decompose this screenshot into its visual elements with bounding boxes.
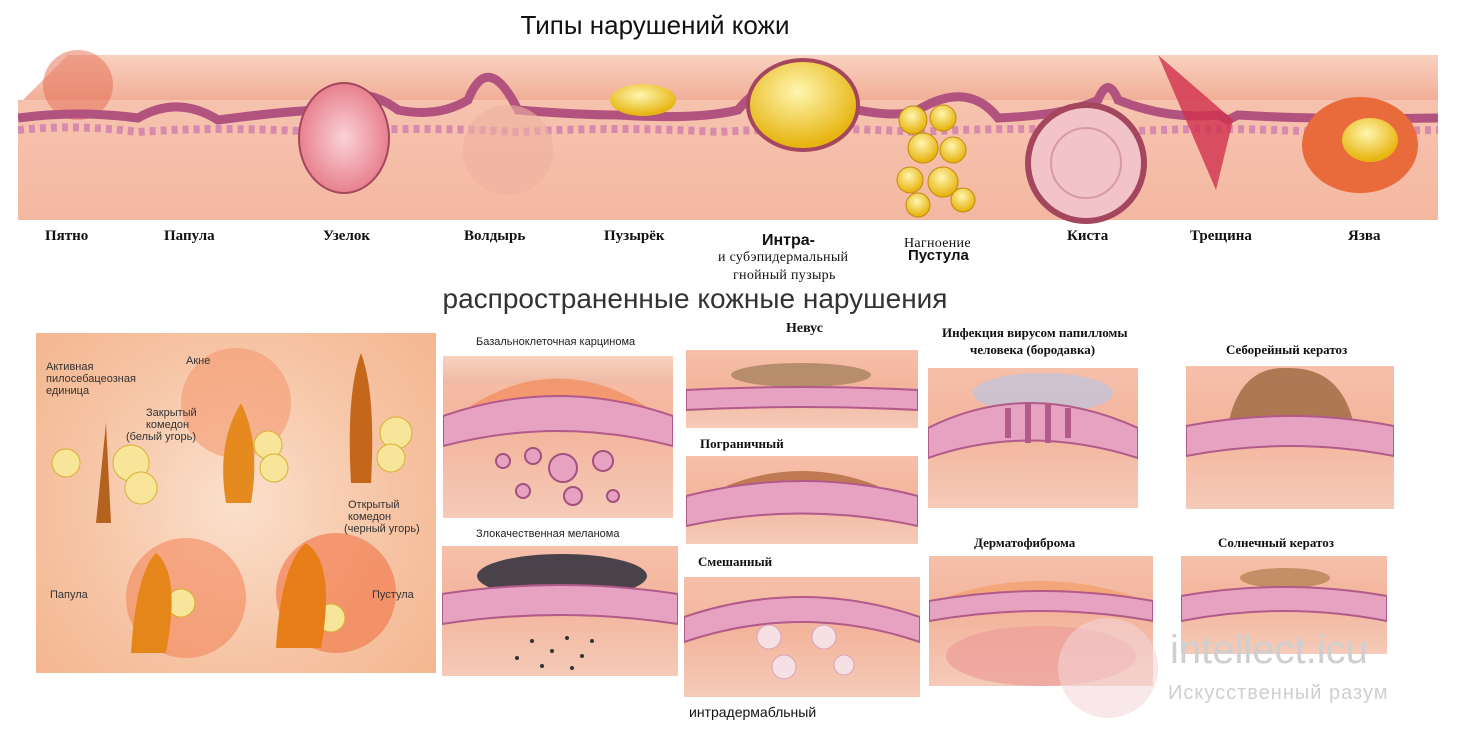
acne-label-active-3: единица — [46, 385, 90, 397]
nevus-illustration — [686, 363, 918, 412]
label-junctional: Пограничный — [700, 436, 784, 451]
seborrheic-illustration — [1186, 367, 1394, 458]
label-bcc: Базальноклеточная карцинома — [476, 336, 636, 348]
label-pustule-2: Пустула — [908, 247, 969, 264]
acne-label-closed-1: Закрытый — [146, 407, 197, 419]
solar-illustration — [1181, 568, 1387, 623]
label-spot: Пятно — [45, 228, 89, 244]
watermark-brand: intellect.icu — [1170, 628, 1368, 672]
label-nevus: Невус — [786, 321, 823, 336]
label-cyst: Киста — [1067, 228, 1109, 244]
panel-compound — [684, 577, 920, 697]
junctional-illustration — [686, 471, 918, 528]
acne-label-active-1: Активная — [46, 361, 94, 373]
panel-nevus — [686, 350, 918, 428]
label-pustule-1: Нагноение — [904, 236, 971, 251]
label-papule: Папула — [164, 228, 215, 244]
label-dermatofibroma: Дерматофиброма — [974, 535, 1076, 550]
label-solar: Солнечный кератоз — [1218, 535, 1334, 550]
panel-bcc — [443, 356, 673, 518]
label-vesicle: Пузырёк — [604, 228, 665, 244]
panel-junctional — [686, 456, 918, 544]
label-hpv-1: Инфекция вирусом папилломы — [942, 325, 1128, 340]
label-hpv-2: человека (бородавка) — [970, 342, 1096, 357]
label-melanoma: Злокачественная меланома — [476, 528, 620, 540]
acne-label-acne: Акне — [186, 355, 211, 367]
hpv-illustration — [928, 373, 1138, 460]
acne-illustration — [51, 348, 413, 658]
label-intradermal: интрадермабльный — [689, 704, 817, 720]
label-ulcer: Язва — [1348, 228, 1381, 244]
bcc-illustration — [443, 378, 673, 506]
acne-label-closed-3: (белый угорь) — [126, 431, 197, 443]
page-title: Типы нарушений кожи — [520, 10, 790, 40]
skin-lesions-strip — [18, 50, 1438, 224]
acne-panel: Активная пилосебацеозная единица Акне За… — [36, 333, 436, 673]
label-intra-3: гнойный пузырь — [733, 268, 836, 283]
watermark-logo-icon — [1058, 618, 1158, 718]
label-compound: Смешанный — [698, 554, 773, 569]
section-subtitle: распространенные кожные нарушения — [442, 283, 948, 314]
panel-solar — [1181, 556, 1387, 654]
acne-label-open-2: комедон — [348, 511, 392, 523]
acne-label-closed-2: комедон — [146, 419, 190, 431]
acne-label-open-1: Открытый — [348, 499, 400, 511]
label-intra-1: Интра- — [762, 232, 815, 249]
acne-label-open-3: (черный угорь) — [344, 523, 420, 535]
label-seborrheic: Себорейный кератоз — [1226, 342, 1348, 357]
compound-illustration — [684, 596, 920, 680]
label-intra-2: и субэпидермальный — [718, 250, 849, 265]
panel-hpv — [928, 368, 1138, 508]
acne-label-papule: Папула — [50, 589, 88, 601]
panel-seborrheic — [1186, 366, 1394, 509]
melanoma-illustration — [442, 554, 678, 670]
acne-label-pustule: Пустула — [372, 589, 414, 601]
label-nodule: Узелок — [323, 228, 371, 244]
watermark-tagline: Искусственный разум — [1168, 682, 1389, 704]
label-fissure: Трещина — [1190, 228, 1252, 244]
panel-melanoma — [442, 546, 678, 676]
acne-label-active-2: пилосебацеозная — [46, 373, 136, 385]
label-wheal: Волдырь — [464, 228, 526, 244]
